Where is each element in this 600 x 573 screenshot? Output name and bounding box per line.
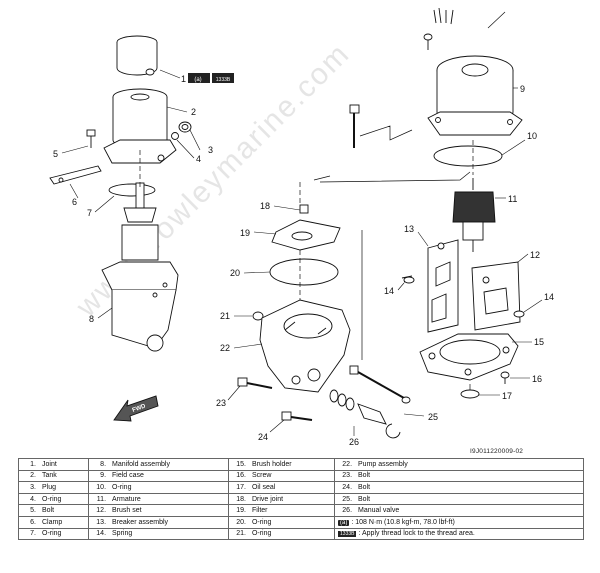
- threadlock-note: 1333B: Apply thread lock to the thread a…: [334, 527, 584, 541]
- callout-24: 24: [258, 432, 268, 442]
- screw-16-part: [500, 371, 510, 384]
- callout-6: 6: [72, 197, 77, 207]
- callout-14b: 14: [544, 292, 554, 302]
- callout-26: 26: [349, 437, 359, 447]
- breaker-assembly-part: [427, 239, 459, 333]
- callout-25: 25: [428, 412, 438, 422]
- callout-9: 9: [520, 84, 525, 94]
- fwd-arrow-icon: [113, 395, 159, 422]
- callout-5: 5: [53, 149, 58, 159]
- oring-7-part: [108, 183, 156, 197]
- bolt-5-part: [86, 129, 96, 148]
- table-row: 2.Tank 9.Field case 16.Screw 23.Bolt: [18, 469, 585, 483]
- callout-22: 22: [220, 343, 230, 353]
- svg-text:1333B: 1333B: [216, 77, 231, 83]
- bolt-23-part: [237, 377, 273, 389]
- callout-3: 3: [208, 145, 213, 155]
- callout-18: 18: [260, 201, 270, 211]
- oring-21-part: [252, 311, 264, 321]
- oring-10-part: [433, 145, 503, 167]
- filter-part: [271, 219, 341, 251]
- tank-part: [103, 88, 177, 164]
- spring-left-part: [401, 275, 415, 284]
- manifold-part: [101, 182, 179, 352]
- callout-20: 20: [230, 268, 240, 278]
- callout-19: 19: [240, 228, 250, 238]
- field-case-part: [427, 7, 523, 136]
- callout-7: 7: [87, 208, 92, 218]
- pump-assembly-part: [259, 299, 351, 393]
- callout-4: 4: [196, 154, 201, 164]
- long-bolt-part: [349, 104, 360, 148]
- callout-21: 21: [220, 311, 230, 321]
- callout-11: 11: [508, 194, 517, 204]
- callout-23: 23: [216, 398, 226, 408]
- callout-15: 15: [534, 337, 544, 347]
- clamp-part: [49, 165, 102, 185]
- table-row: 6.Clamp 13.Breaker assembly 20.O-ring (a…: [18, 515, 584, 529]
- manual-valve-part: [329, 389, 401, 439]
- callout-17: 17: [502, 391, 512, 401]
- oring-20-part: [269, 258, 339, 286]
- parts-legend-table: 1.Joint 8.Manifold assembly 15.Brush hol…: [18, 458, 585, 541]
- brush-set-part: [471, 261, 521, 331]
- callout-8: 8: [89, 314, 94, 324]
- fwd-label: FWD: [132, 403, 148, 414]
- torque-spec-icon: (a): [338, 519, 350, 526]
- table-row: 3.Plug 10.O-ring 17.Oil seal 24.Bolt: [18, 481, 585, 494]
- callout-14a: 14: [384, 286, 394, 296]
- spring-right-part: [513, 310, 525, 318]
- callout-12: 12: [530, 250, 540, 260]
- screw-9-part: [423, 33, 433, 50]
- torque-spec-icon: (a): [188, 73, 210, 83]
- torque-note: (a): 108 N·m (10.8 kgf-m, 78.0 lbf-ft): [334, 515, 584, 529]
- callout-1: 1: [181, 74, 186, 84]
- oil-seal-part: [460, 389, 480, 399]
- table-row: 5.Bolt 12.Brush set 19.Filter 26.Manual …: [18, 504, 585, 517]
- drive-joint-part: [299, 204, 309, 214]
- table-row: 4.O-ring 11.Armature 18.Drive joint 25.B…: [18, 492, 585, 506]
- exploded-diagram: (a) 1333B 1 2 3 4 5 6 7 8 9 10 11 12 13 …: [49, 7, 554, 447]
- callout-16: 16: [532, 374, 542, 384]
- plug-part: [171, 121, 192, 140]
- bolt-25-part: [349, 365, 411, 404]
- thread-lock-icon: 1333B: [338, 531, 357, 538]
- svg-text:(a): (a): [194, 77, 201, 83]
- thread-lock-icon: 1333B: [212, 73, 234, 83]
- armature-part: [452, 178, 496, 252]
- table-row: 7.O-ring 14.Spring 21.O-ring 1333B: Appl…: [18, 527, 584, 541]
- joint-part: [116, 35, 158, 76]
- bolt-24-part: [281, 411, 313, 421]
- callout-2: 2: [191, 107, 196, 117]
- callout-13: 13: [404, 224, 414, 234]
- callout-10: 10: [527, 131, 537, 141]
- reference-code: I9J011220009-02: [470, 448, 524, 455]
- table-row: 1.Joint 8.Manifold assembly 15.Brush hol…: [18, 458, 585, 471]
- brush-holder-part: [419, 333, 519, 381]
